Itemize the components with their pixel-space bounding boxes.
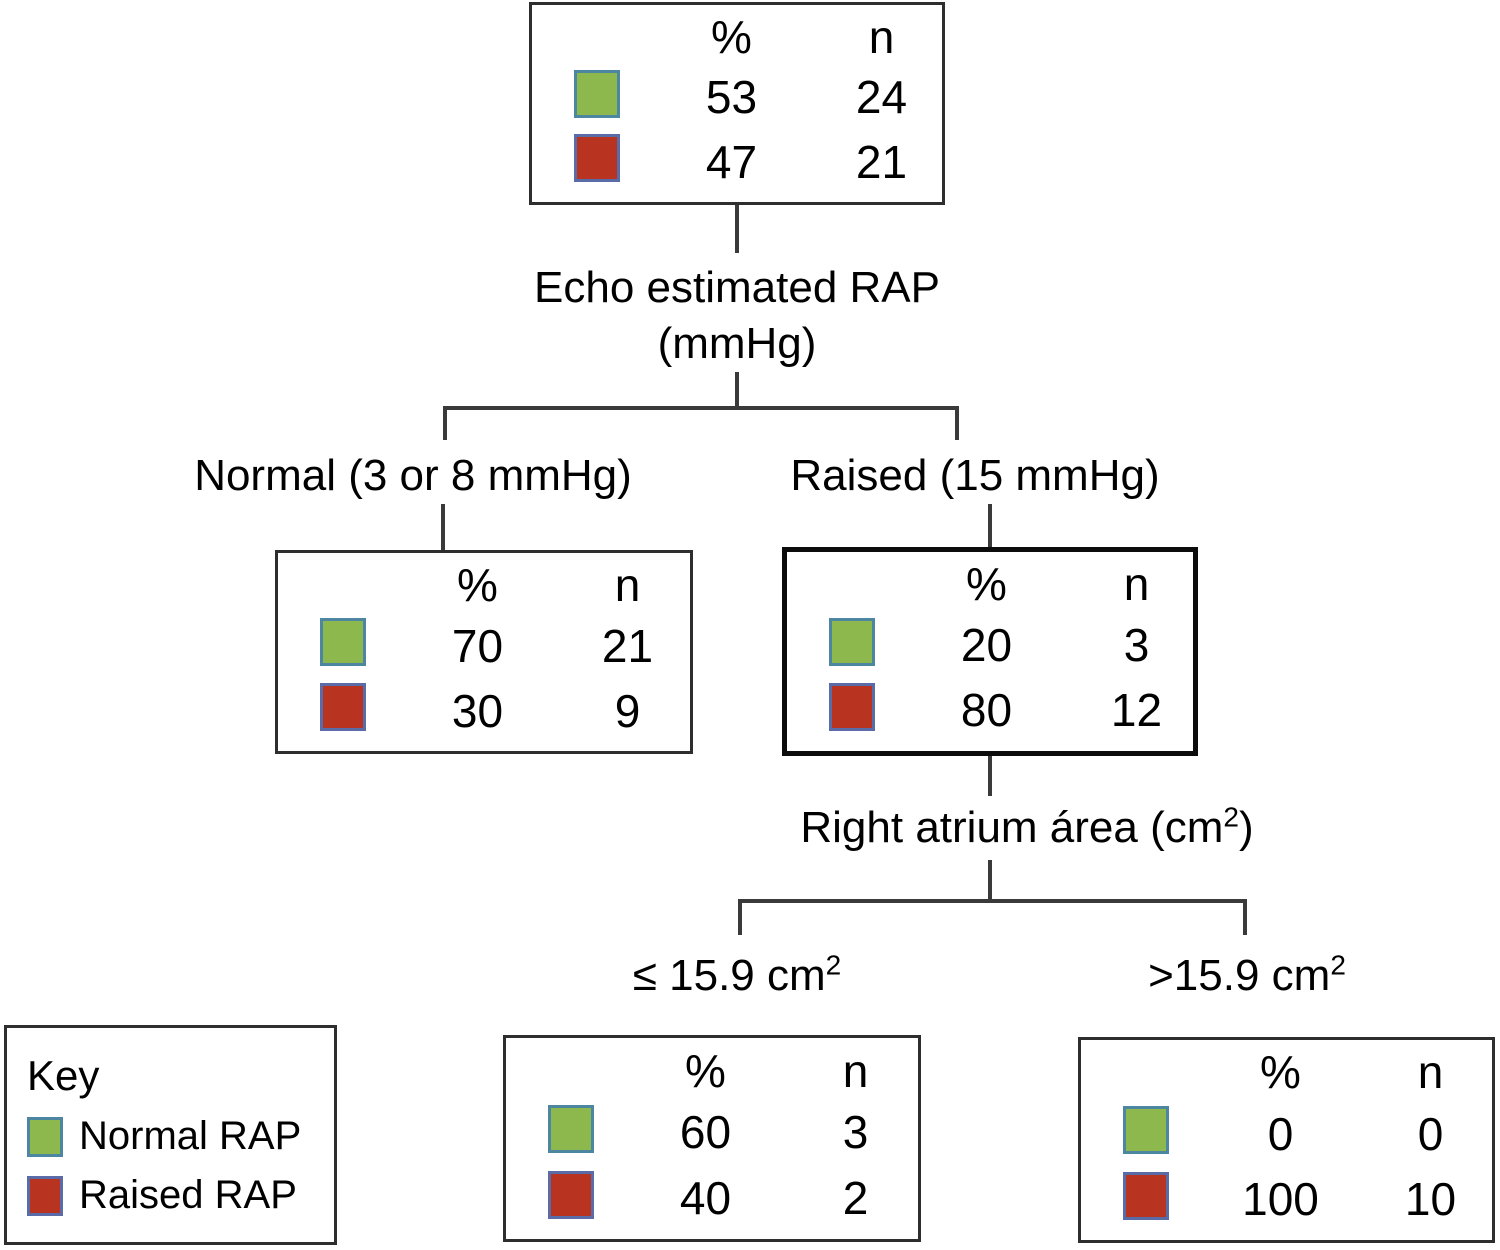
normal-rap-swatch [27,1116,63,1157]
column-header-percent: % [685,1044,726,1097]
split2-branch-bar [738,899,1247,903]
column-header-n: n [1417,1046,1444,1099]
normal-rap-swatch [547,1104,594,1153]
connector-title-to-bar2 [988,860,992,901]
n-value: 21 [601,619,654,672]
percent-value: 70 [451,619,504,672]
split1-title-line2: (mmHg) [657,318,817,368]
split1-right-drop [955,406,959,440]
normal-rap-swatch [828,617,875,666]
legend-key-box: Key Normal RAP Raised RAP [4,1025,337,1245]
normal-rap-swatch [1122,1106,1169,1155]
stats-box-raised-rap: % n 20 3 80 12 [782,547,1198,756]
n-value: 2 [842,1172,869,1224]
percent-value: 60 [679,1106,732,1158]
key-item-normal: Normal RAP [27,1114,334,1159]
percent-value: 53 [705,71,758,124]
split1-title: Echo estimated RAP (mmHg) [487,260,987,372]
percent-value: 47 [705,135,758,188]
raised-rap-swatch [828,682,875,731]
branch-label-normal: Normal (3 or 8 mmHg) [194,451,632,500]
stats-box-normal-rap: % n 70 21 30 9 [275,550,693,754]
percent-value: 80 [960,684,1013,737]
column-header-n: n [842,1044,869,1097]
branch-label-area-le: ≤ 15.9 cm2 [487,948,987,1004]
percent-value: 30 [451,684,504,737]
connector-raised-to-box [988,504,992,548]
key-item-raised: Raised RAP [27,1173,334,1218]
percent-value: 0 [1267,1107,1294,1160]
split2-right-drop [1243,899,1247,935]
n-value: 0 [1417,1107,1444,1160]
connector-raisedbox-to-title [988,756,992,796]
stats-table: % n 0 0 100 10 [1081,1040,1492,1240]
stats-table: % n 70 21 30 9 [278,553,690,751]
area-gt-text: >15.9 cm [1148,951,1331,1000]
key-label-raised: Raised RAP [79,1173,297,1217]
stats-box-area-gt: % n 0 0 100 10 [1078,1037,1495,1243]
stats-box-all-patients: % n 53 24 47 21 [529,2,945,205]
key-title: Key [27,1052,100,1099]
key-label-normal: Normal RAP [79,1114,302,1158]
column-header-percent: % [457,559,498,612]
column-header-n: n [1123,558,1150,611]
branch-label-area-gt: >15.9 cm2 [997,948,1497,1004]
stats-table: % n 20 3 80 12 [787,552,1193,751]
normal-rap-swatch [319,618,366,667]
split1-left-drop [443,406,447,440]
connector-root-to-title [735,205,739,253]
percent-value: 20 [960,619,1013,672]
split2-title-close: ) [1238,803,1254,852]
n-value: 12 [1110,684,1163,737]
raised-rap-swatch [319,683,366,732]
percent-value: 40 [679,1172,732,1224]
area-le-text: ≤ 15.9 cm [632,951,826,1000]
stats-box-area-le: % n 60 3 40 2 [503,1035,921,1242]
split2-left-drop [738,899,742,935]
area-gt-sup: 2 [1330,949,1346,981]
percent-value: 100 [1242,1173,1319,1226]
n-value: 21 [855,135,908,188]
split2-title-text: Right atrium área (cm [800,803,1224,852]
area-le-sup: 2 [825,949,842,981]
raised-rap-swatch [1122,1171,1169,1220]
raised-rap-swatch [27,1175,63,1216]
split1-title-line1: Echo estimated RAP [534,263,940,312]
stats-table: % n 60 3 40 2 [506,1038,918,1239]
column-header-n: n [868,10,895,63]
n-value: 9 [614,684,641,737]
branch-label-raised: Raised (15 mmHg) [790,451,1160,500]
normal-rap-swatch [573,69,620,118]
raised-rap-swatch [547,1170,594,1219]
split2-title: Right atrium área (cm2) [777,800,1277,856]
stats-table: % n 53 24 47 21 [532,5,942,202]
column-header-n: n [614,559,641,612]
column-header-percent: % [711,10,752,63]
n-value: 24 [855,71,908,124]
n-value: 10 [1404,1173,1457,1226]
connector-title-to-bar [735,372,739,408]
split2-title-sup: 2 [1223,801,1239,833]
n-value: 3 [842,1106,869,1158]
connector-normal-to-box [441,504,445,550]
column-header-percent: % [1260,1046,1301,1099]
raised-rap-swatch [573,134,620,183]
split1-branch-bar [443,406,959,410]
n-value: 3 [1123,619,1150,672]
column-header-percent: % [966,558,1007,611]
